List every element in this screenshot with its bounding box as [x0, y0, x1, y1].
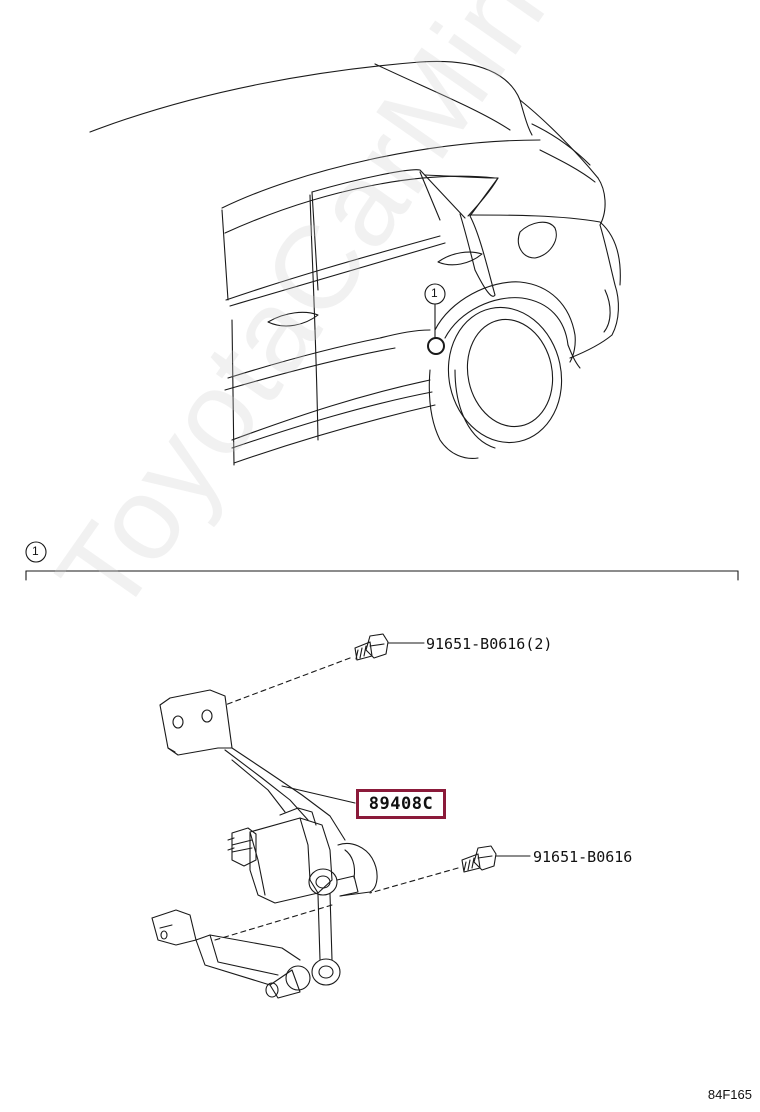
bolt-top-illustration: [224, 633, 425, 706]
car-callout-number: 1: [431, 286, 438, 300]
part-label-bolt-bottom[interactable]: 91651-B0616: [533, 848, 633, 866]
part-label-sensor: 89408C: [368, 794, 434, 814]
car-callout-marker: [424, 283, 446, 355]
part-label-bolt-top[interactable]: 91651-B0616(2): [426, 635, 553, 653]
car-illustration: [89, 60, 621, 466]
part-label-sensor-highlight[interactable]: 89408C: [356, 789, 446, 819]
section-bracket: [25, 541, 739, 581]
diagram-code: 84F165: [707, 1087, 752, 1102]
bolt-bottom-illustration: [369, 845, 531, 894]
sensor-assembly-illustration: [151, 689, 378, 999]
section-callout-number: 1: [32, 544, 39, 558]
